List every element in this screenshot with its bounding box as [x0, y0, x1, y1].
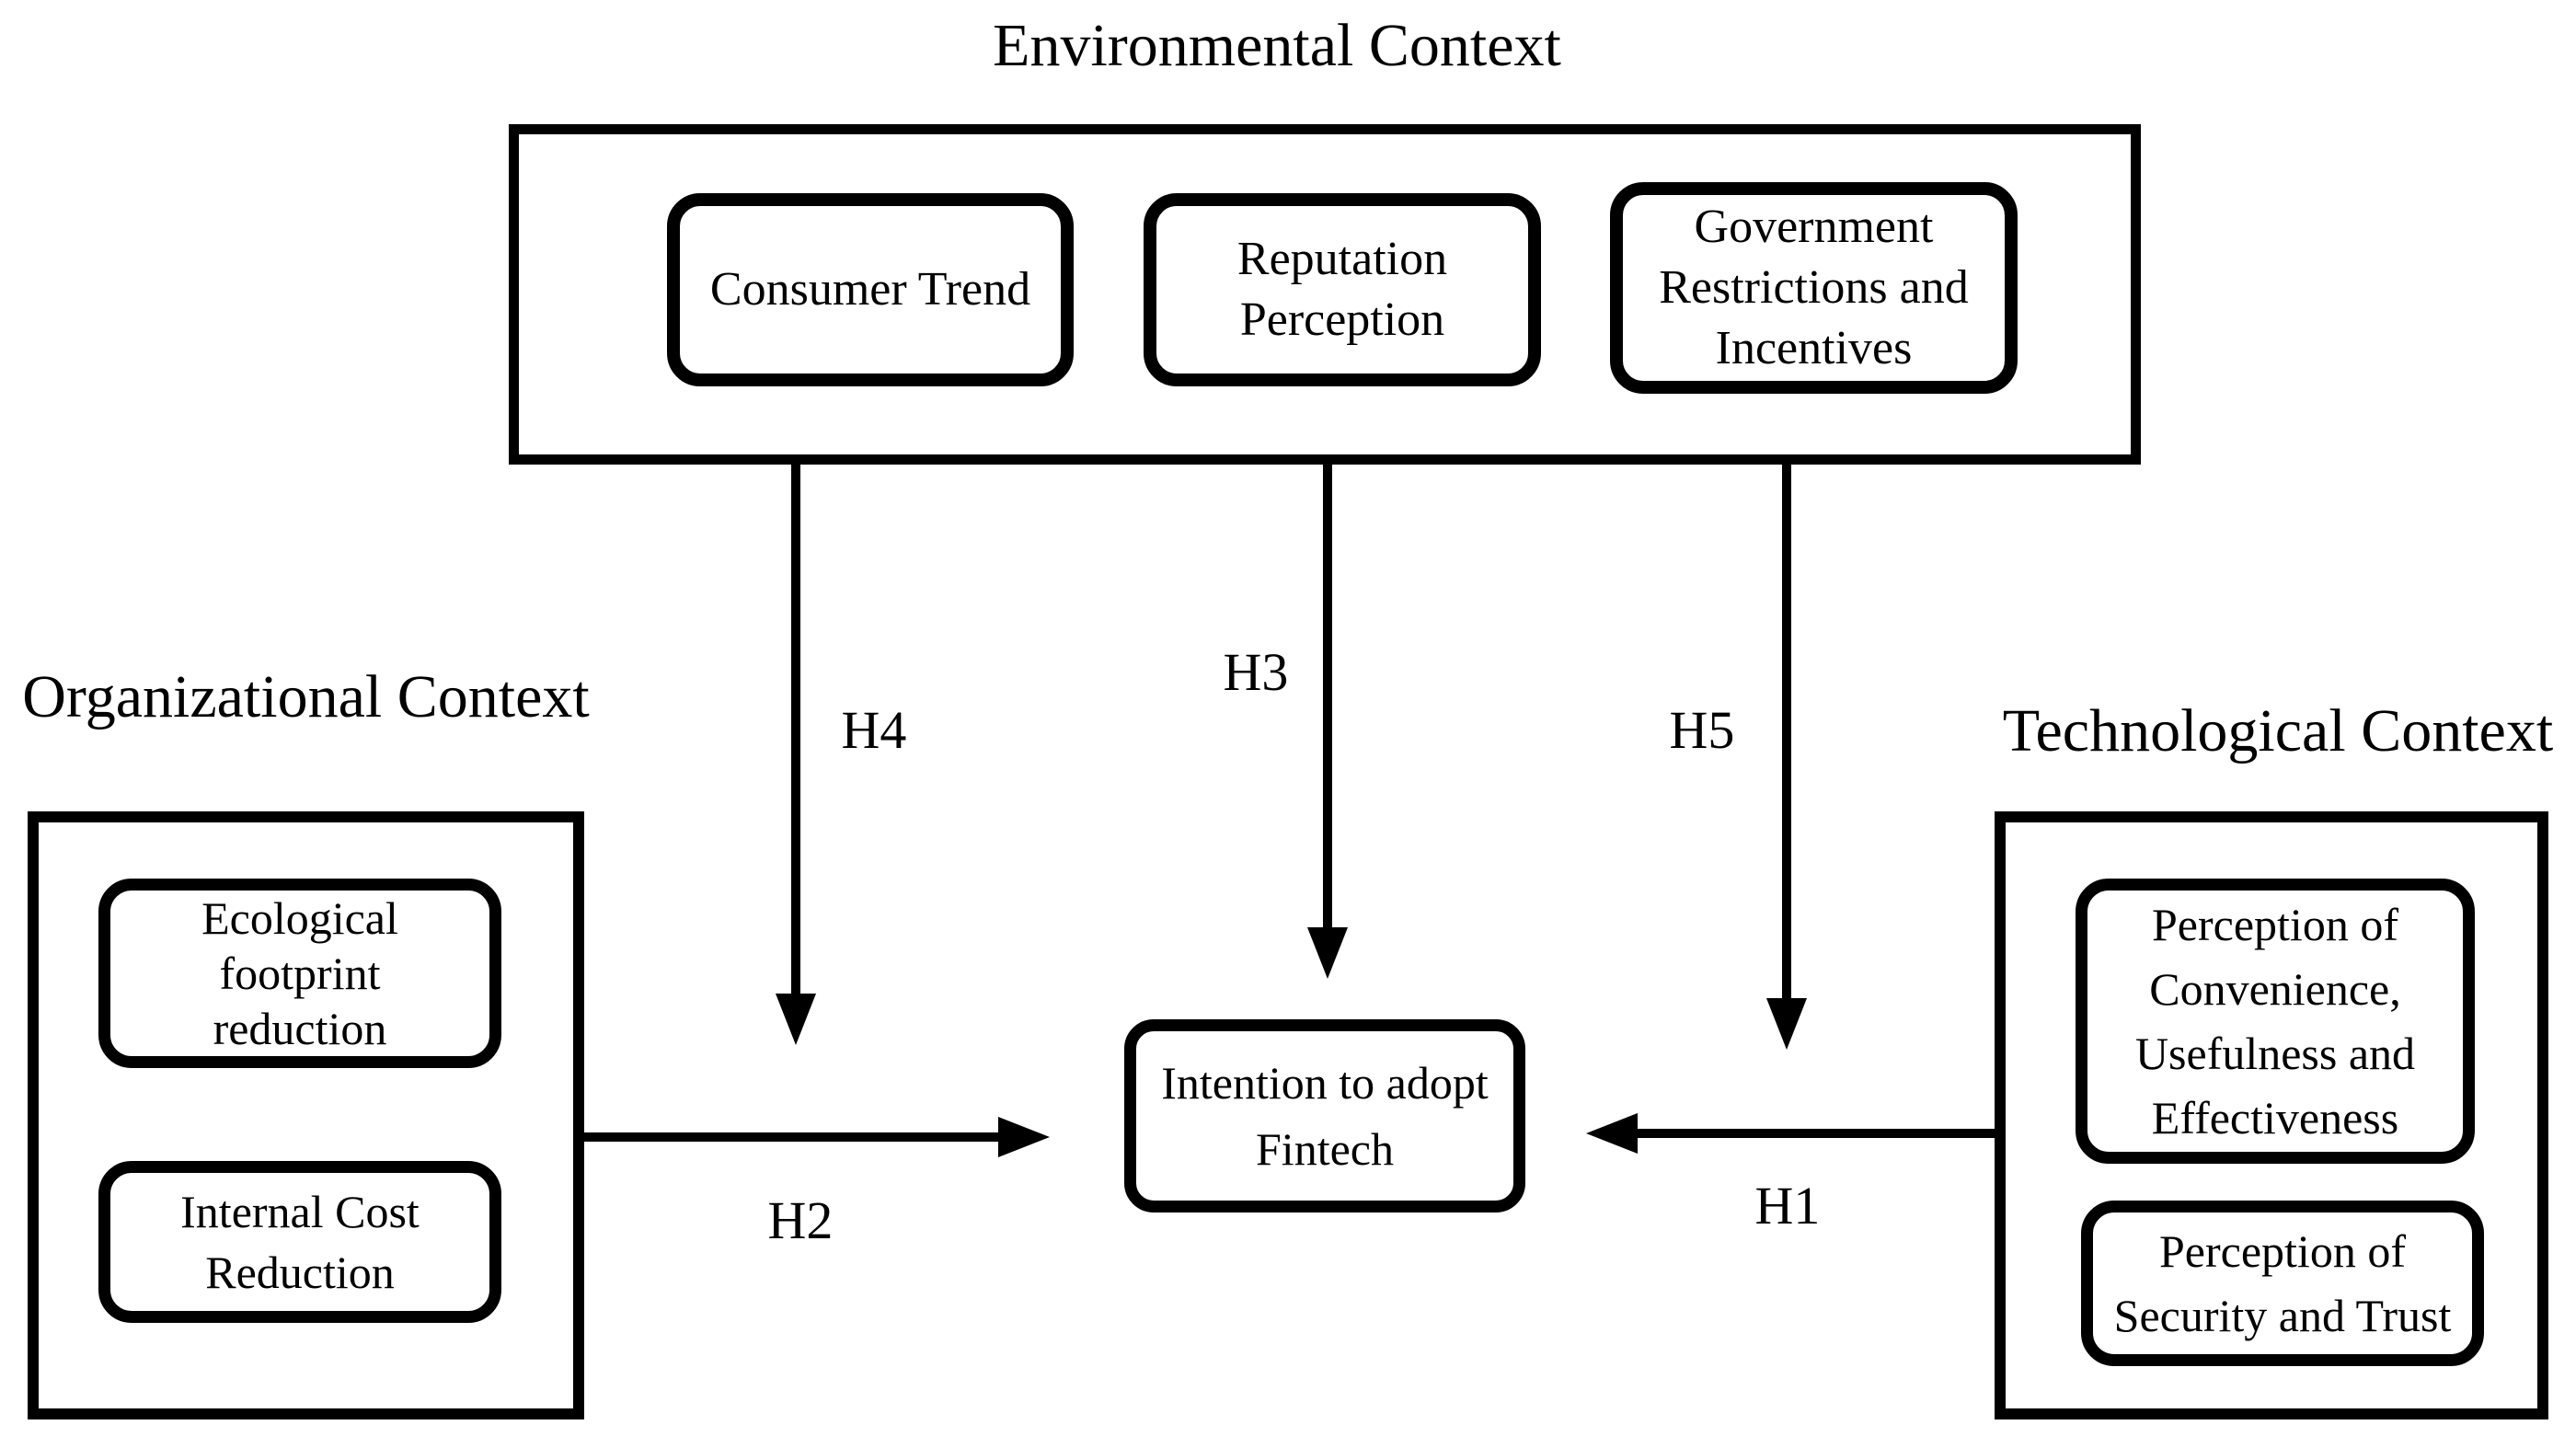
arrow-h3-line: [1323, 465, 1332, 929]
hypothesis-label-h3: H3: [1223, 642, 1289, 702]
hypothesis-label-h4: H4: [841, 700, 907, 760]
node-perception-convenience-usefulness-effectiveness: Perception of Convenience, Usefulness an…: [2076, 879, 2475, 1164]
arrow-h5-line: [1782, 465, 1791, 1000]
arrow-h2-line: [584, 1132, 1000, 1142]
node-government-restrictions-incentives: Government Restrictions and Incentives: [1610, 182, 2018, 394]
hypothesis-label-h2: H2: [767, 1190, 834, 1250]
node-internal-cost-reduction: Internal Cost Reduction: [98, 1161, 501, 1323]
arrow-h1-line: [1636, 1129, 1995, 1138]
arrow-h1-arrowhead-icon: [1586, 1113, 1638, 1154]
node-ecological-footprint-reduction: Ecological footprint reduction: [98, 879, 501, 1068]
node-consumer-trend: Consumer Trend: [667, 193, 1074, 386]
arrow-h2-arrowhead-icon: [998, 1117, 1050, 1157]
arrow-h5-arrowhead-icon: [1766, 998, 1807, 1050]
technological-context-title: Technological Context: [2002, 697, 2554, 764]
hypothesis-label-h1: H1: [1754, 1176, 1821, 1235]
hypothesis-label-h5: H5: [1669, 700, 1735, 760]
node-reputation-perception: Reputation Perception: [1144, 193, 1541, 386]
arrow-h4-arrowhead-icon: [776, 994, 816, 1045]
node-intention-to-adopt-fintech: Intention to adopt Fintech: [1124, 1019, 1525, 1212]
organizational-context-title: Organizational Context: [22, 663, 590, 730]
arrow-h3-arrowhead-icon: [1307, 927, 1348, 979]
node-perception-security-trust: Perception of Security and Trust: [2081, 1201, 2484, 1366]
arrow-h4-line: [791, 465, 800, 996]
environmental-context-title: Environmental Context: [993, 12, 1561, 79]
